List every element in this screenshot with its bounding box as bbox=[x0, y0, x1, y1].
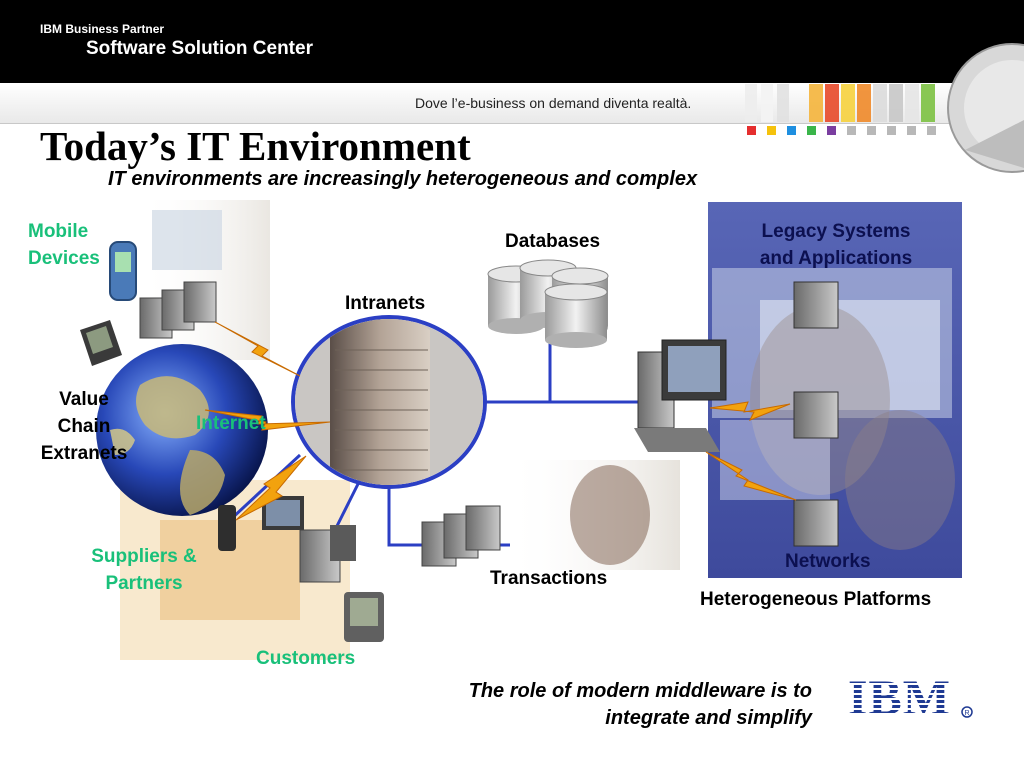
internet-label: Internet bbox=[196, 413, 266, 434]
suppliers-partners-label: Suppliers & Partners bbox=[91, 546, 197, 594]
globe-icon bbox=[96, 344, 268, 516]
color-mosaic-decoration bbox=[745, 84, 936, 135]
database-cylinders bbox=[487, 259, 609, 348]
mobile-server-group bbox=[139, 281, 217, 339]
networks-label: Networks bbox=[785, 551, 871, 572]
intranets-label: Intranets bbox=[345, 293, 426, 314]
transactions-photo bbox=[505, 460, 680, 570]
header-bar bbox=[0, 0, 1024, 83]
customers-label: Customers bbox=[256, 648, 356, 669]
slide-title: Today’s IT Environment bbox=[40, 123, 471, 169]
pda-icon bbox=[80, 320, 122, 366]
workstation-computer bbox=[634, 339, 727, 452]
customer-pda-icon bbox=[344, 592, 384, 642]
transaction-server-group bbox=[421, 505, 501, 567]
heterogeneous-platforms-label: Heterogeneous Platforms bbox=[700, 589, 932, 610]
left-photo-collage bbox=[120, 200, 350, 660]
mobile-devices-label: Mobile Devices bbox=[28, 221, 100, 269]
supplier-computers bbox=[218, 496, 356, 583]
lightning-bolts bbox=[204, 321, 797, 521]
svg-text:R: R bbox=[965, 710, 970, 717]
network-connectors bbox=[228, 290, 640, 547]
value-chain-extranets-label: Value Chain Extranets bbox=[40, 389, 128, 464]
mobile-phone-icon bbox=[109, 241, 137, 301]
middleware-role-statement: The role of modern middleware is to inte… bbox=[468, 680, 812, 729]
ibm-logo: IBM R bbox=[848, 670, 973, 722]
tagline-text: Dove l’e-business on demand diventa real… bbox=[415, 95, 692, 111]
databases-label: Databases bbox=[505, 231, 601, 252]
transactions-label: Transactions bbox=[490, 568, 608, 589]
corner-sphere-decoration bbox=[947, 43, 1024, 173]
intranet-building bbox=[295, 319, 483, 485]
header-partner-text: IBM Business Partner bbox=[40, 22, 165, 36]
ibm-logo-text: IBM bbox=[848, 670, 951, 722]
slide-subtitle: IT environments are increasingly heterog… bbox=[108, 168, 698, 190]
legacy-servers bbox=[793, 281, 839, 547]
legacy-systems-label: Legacy Systems and Applications bbox=[759, 221, 913, 269]
header-center-text: Software Solution Center bbox=[86, 38, 313, 59]
